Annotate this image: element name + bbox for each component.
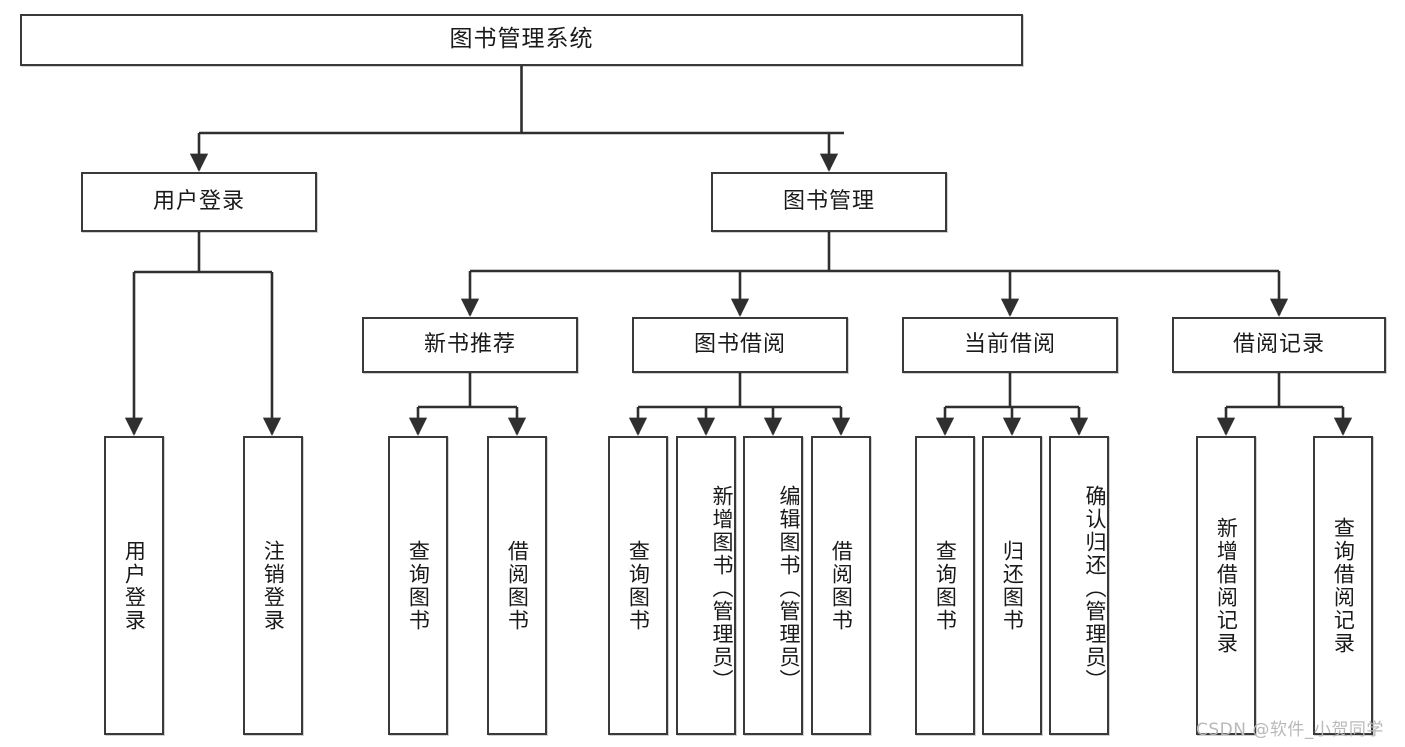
node-book-borrow[interactable]: 图书借阅 (632, 317, 848, 373)
leaf-return-book[interactable]: 归还图书 (982, 436, 1042, 735)
leaf-confirm-return-admin[interactable]: 确认归还（管理员） (1049, 436, 1109, 735)
leaf-user-login[interactable]: 用户登录 (104, 436, 164, 735)
leaf-edit-book-admin[interactable]: 编辑图书（管理员） (743, 436, 803, 735)
leaf-logout-login[interactable]: 注销登录 (243, 436, 303, 735)
node-user-login[interactable]: 用户登录 (81, 172, 317, 232)
leaf-borrow-book-nb[interactable]: 借阅图书 (487, 436, 547, 735)
leaf-query-book-cb[interactable]: 查询图书 (915, 436, 975, 735)
node-new-book-recommend[interactable]: 新书推荐 (362, 317, 578, 373)
leaf-add-borrow-record[interactable]: 新增借阅记录 (1196, 436, 1256, 735)
node-borrow-record[interactable]: 借阅记录 (1172, 317, 1386, 373)
node-book-management[interactable]: 图书管理 (711, 172, 947, 232)
leaf-query-book-bb[interactable]: 查询图书 (608, 436, 668, 735)
leaf-query-borrow-record[interactable]: 查询借阅记录 (1313, 436, 1373, 735)
leaf-borrow-book-bb[interactable]: 借阅图书 (811, 436, 871, 735)
csdn-watermark: CSDN @软件_小贺同学 (1196, 720, 1384, 740)
node-root[interactable]: 图书管理系统 (20, 14, 1023, 66)
leaf-query-book-nb[interactable]: 查询图书 (388, 436, 448, 735)
leaf-add-book-admin[interactable]: 新增图书（管理员） (676, 436, 736, 735)
node-current-borrow[interactable]: 当前借阅 (902, 317, 1118, 373)
